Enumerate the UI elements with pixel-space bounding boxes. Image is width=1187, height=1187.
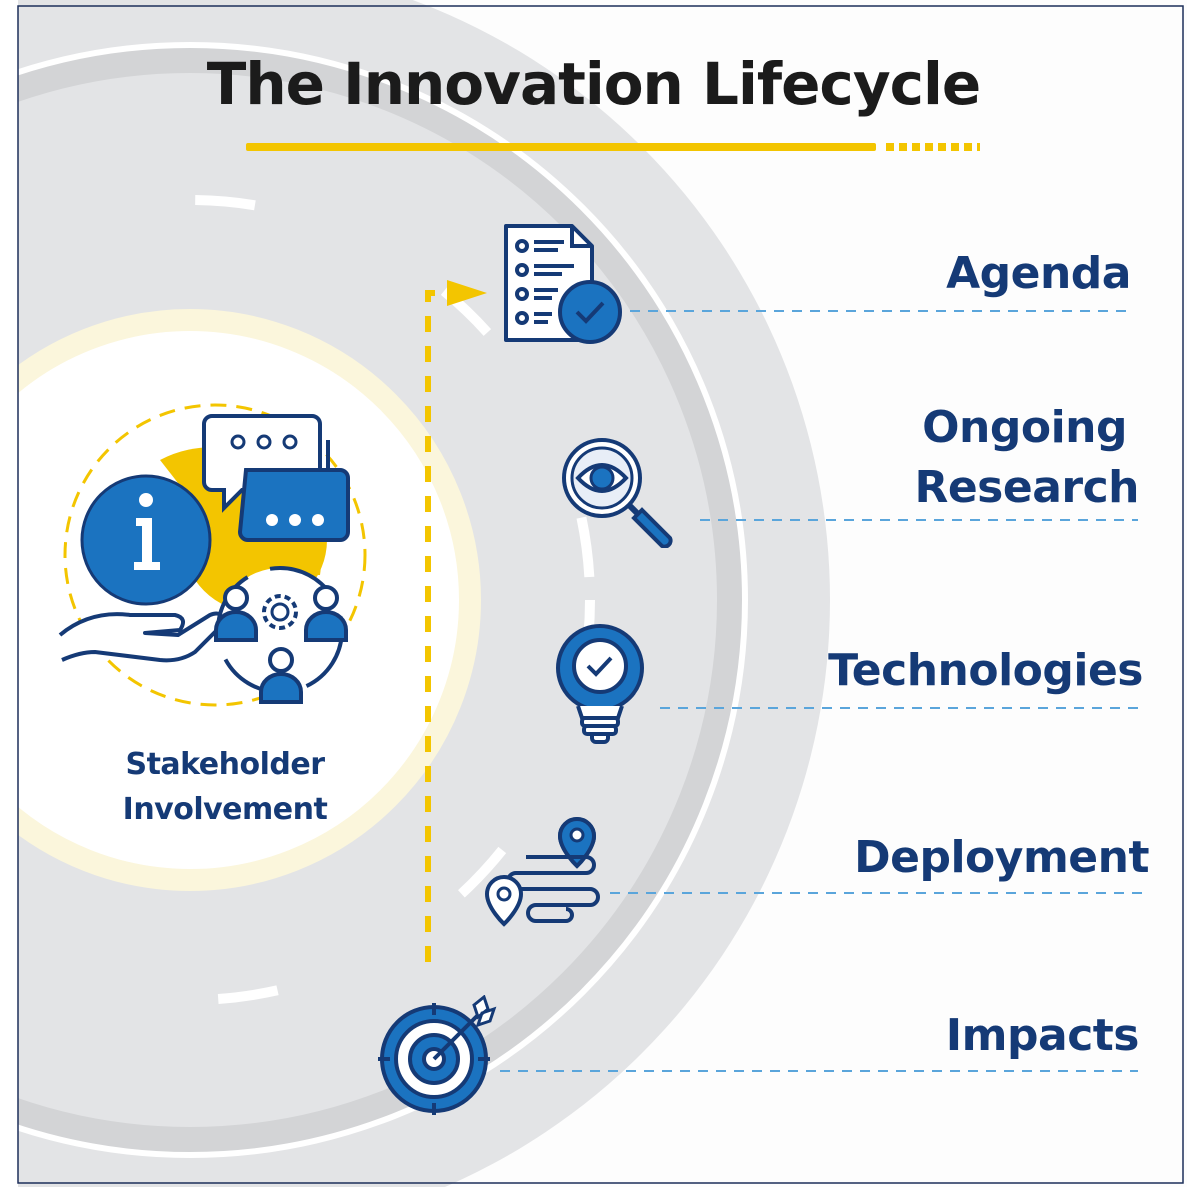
stage-research-line1: Ongoing (922, 402, 1127, 453)
stage-research-label: Ongoing Research (914, 398, 1139, 518)
stakeholder-involvement-icon (58, 403, 367, 707)
stage-deployment-label: Deployment (854, 828, 1149, 888)
magnifier-eye-icon (562, 438, 673, 548)
stage-deployment-text: Deployment (854, 832, 1149, 883)
stage-research-line2: Research (914, 462, 1139, 513)
lightbulb-check-icon (556, 624, 644, 744)
route-map-pins-icon (484, 817, 600, 927)
stakeholder-label-line2: Involvement (122, 792, 328, 827)
stage-technologies-text: Technologies (828, 645, 1143, 696)
stage-agenda-label: Agenda (946, 244, 1131, 304)
page-title: The Innovation Lifecycle (206, 50, 981, 118)
stage-impacts-label: Impacts (945, 1006, 1140, 1066)
stage-impacts-text: Impacts (945, 1010, 1140, 1061)
stakeholder-label-line1: Stakeholder (125, 747, 325, 782)
stage-technologies-label: Technologies (828, 641, 1143, 701)
stage-agenda-text: Agenda (946, 248, 1131, 299)
stakeholder-label: Stakeholder Involvement (110, 742, 340, 832)
checklist-document-icon (504, 224, 622, 344)
target-arrow-icon (378, 995, 497, 1115)
